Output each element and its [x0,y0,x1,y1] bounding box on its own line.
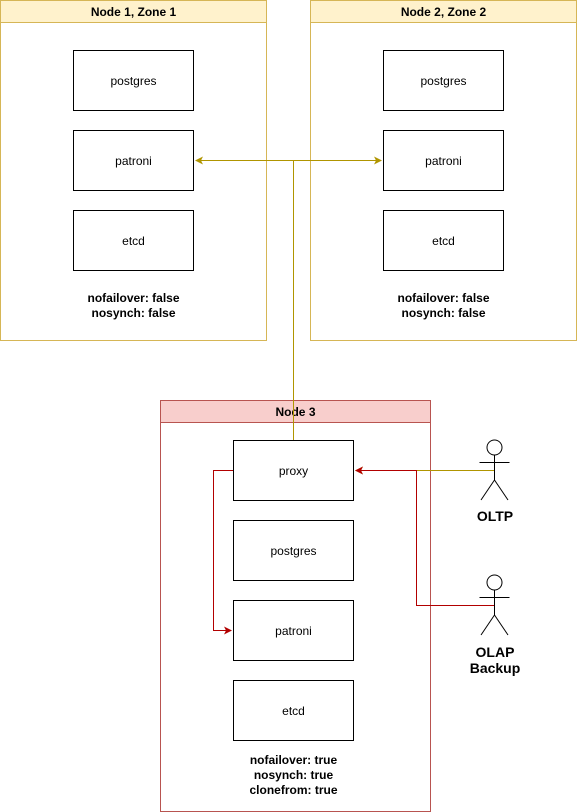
node-2-nosynch: nosynch: false [401,306,486,320]
node-2-nofailover: nofailover: false [397,291,490,305]
node-1-settings: nofailover: false nosynch: false [73,291,194,321]
node-3-etcd[interactable]: etcd [233,680,354,741]
olap-to-proxy [355,466,494,606]
node-1-nosynch: nosynch: false [91,306,176,320]
node-3-settings: nofailover: true nosynch: true clonefrom… [223,753,364,798]
olap-label-line-2: Backup [469,660,521,676]
oltp-label: OLTP [464,508,526,524]
node-3-nosynch: nosynch: true [253,768,334,782]
node-2-title: Node 2, Zone 2 [311,1,576,23]
olap-label: OLAP Backup [459,644,531,676]
proxy-to-local-patroni [213,470,233,635]
node-2-etcd[interactable]: etcd [383,210,504,271]
node-3-proxy[interactable]: proxy [233,440,354,501]
node-1-etcd[interactable]: etcd [73,210,194,271]
node-2-settings: nofailover: false nosynch: false [383,291,504,321]
node-1-nofailover: nofailover: false [87,291,180,305]
node-3-clonefrom: clonefrom: true [249,783,338,797]
node-3-title: Node 3 [161,401,430,423]
node-2-postgres[interactable]: postgres [383,50,504,111]
node-3-patroni[interactable]: patroni [233,600,354,661]
node-1-postgres[interactable]: postgres [73,50,194,111]
olap-label-line-1: OLAP [475,644,515,660]
node-3-postgres[interactable]: postgres [233,520,354,581]
olap-actor-icon[interactable] [479,574,510,636]
oltp-label-line: OLTP [476,508,514,524]
node-1-title: Node 1, Zone 1 [1,1,266,23]
node-2-patroni[interactable]: patroni [383,130,504,191]
node-1-patroni[interactable]: patroni [73,130,194,191]
oltp-actor-icon[interactable] [479,439,510,501]
node-3-nofailover: nofailover: true [249,753,338,767]
